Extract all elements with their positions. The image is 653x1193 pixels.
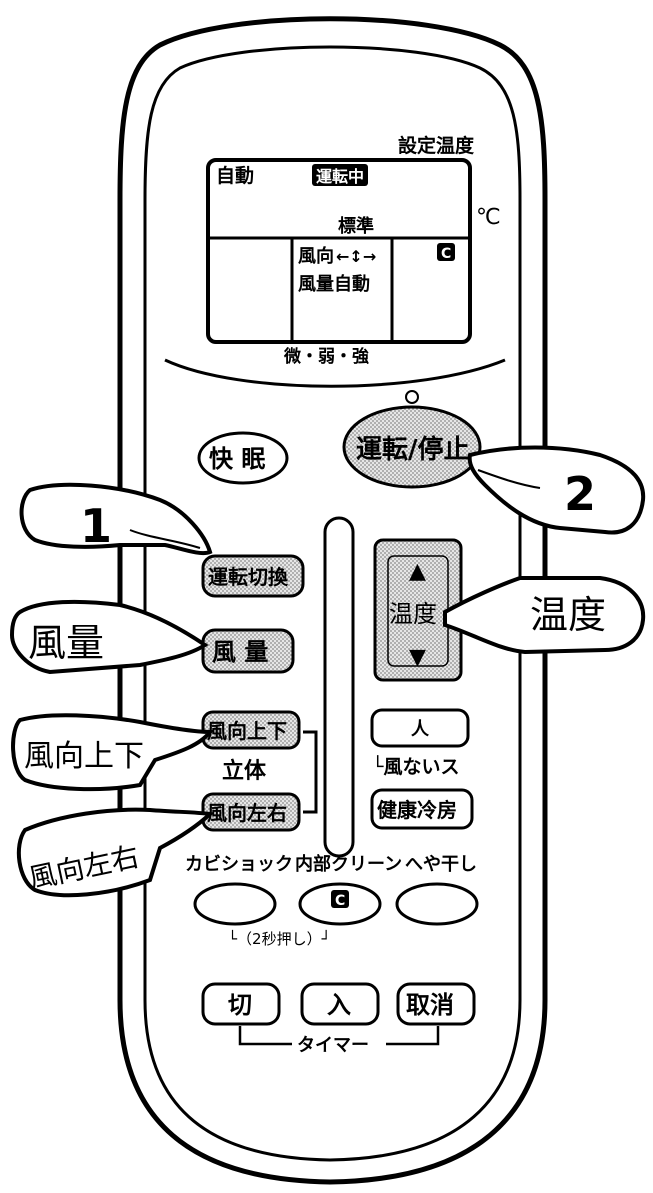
- status-badge: 運転中: [316, 167, 364, 186]
- panel-divider: [164, 358, 506, 388]
- hand-pointer-1-icon: 1: [19, 482, 213, 556]
- fan-volume-button[interactable]: [201, 628, 295, 674]
- healthy-cool-button[interactable]: [370, 788, 474, 830]
- timer-bracket: [238, 1026, 440, 1046]
- timer-on-label: 入: [327, 991, 351, 1019]
- hand-pointer-fan-volume-icon: 風量: [9, 599, 209, 675]
- healthy-cool-label: 健康冷房: [377, 798, 457, 822]
- mode-switch-button[interactable]: [201, 554, 305, 598]
- solid-bracket: [303, 730, 318, 814]
- set-temp-label: 設定温度: [398, 134, 475, 157]
- c-mode-icon: C: [441, 246, 451, 262]
- indicator-lamp-icon: [405, 390, 419, 404]
- vertical-callout-label: 風向上下: [24, 739, 144, 774]
- standard-label: 標準: [338, 215, 374, 237]
- fan-volume-callout-label: 風量: [28, 621, 104, 665]
- two-second-press-label: └（2秒押し）┘: [228, 929, 331, 948]
- solid-label: 立体: [222, 758, 267, 784]
- vertical-direction-label: 風向上下: [207, 719, 287, 743]
- hand-pointer-vertical-icon: 風向上下: [11, 713, 215, 792]
- timer-off-label: 切: [228, 991, 252, 1019]
- no-wind-button[interactable]: [370, 708, 470, 748]
- run-stop-button[interactable]: [342, 405, 482, 489]
- mode-switch-label: 運転切換: [208, 565, 289, 589]
- fan-levels-label: 微・弱・強: [283, 346, 369, 367]
- mold-shock-button[interactable]: [193, 882, 277, 926]
- timer-off-button[interactable]: [201, 982, 281, 1026]
- step-1-label: 1: [80, 499, 112, 553]
- temp-down-icon[interactable]: ▼: [409, 645, 426, 670]
- internal-clean-label: 内部クリーン: [295, 853, 402, 875]
- internal-clean-icon: C: [335, 893, 345, 909]
- timer-cancel-label: 取消: [406, 991, 454, 1019]
- fan-volume-label: 風 量: [212, 638, 268, 666]
- run-stop-label: 運転/停止: [356, 434, 470, 465]
- direction-label: 風向: [298, 245, 334, 267]
- hand-pointer-horizontal-icon: 風向左右: [16, 807, 215, 898]
- temp-up-icon[interactable]: ▲: [409, 559, 426, 584]
- lcd-display: 設定温度 自動 運転中 標準 ℃ 風向 ←↕→ 風量自動 C 微・弱・強: [206, 134, 501, 367]
- remote-body-inner: [143, 45, 522, 1162]
- timer-on-button[interactable]: [300, 982, 380, 1026]
- temperature-callout-label: 温度: [530, 593, 606, 637]
- volume-auto-label: 風量自動: [298, 273, 370, 295]
- step-2-label: 2: [564, 467, 596, 521]
- hand-pointer-2-icon: 2: [467, 445, 646, 535]
- mode-label: 自動: [216, 164, 254, 187]
- timer-cancel-button[interactable]: [396, 982, 476, 1026]
- direction-arrows-icon: ←↕→: [336, 247, 376, 266]
- temperature-label: 温度: [389, 600, 437, 628]
- timer-group-label: タイマー: [297, 1035, 369, 1056]
- mold-shock-label: カビショック: [185, 854, 293, 875]
- no-wind-label: └風ないス: [372, 754, 459, 778]
- sleep-label: 快 眠: [209, 445, 265, 473]
- celsius-unit: ℃: [476, 205, 501, 230]
- room-dry-label: へや干し: [405, 854, 477, 875]
- person-sensor-icon: 人: [411, 719, 430, 740]
- horizontal-direction-label: 風向左右: [207, 801, 287, 825]
- sleep-button[interactable]: [197, 431, 289, 485]
- center-slot: [323, 516, 355, 858]
- hand-pointer-temperature-icon: 温度: [443, 576, 646, 655]
- room-dry-button[interactable]: [395, 882, 479, 926]
